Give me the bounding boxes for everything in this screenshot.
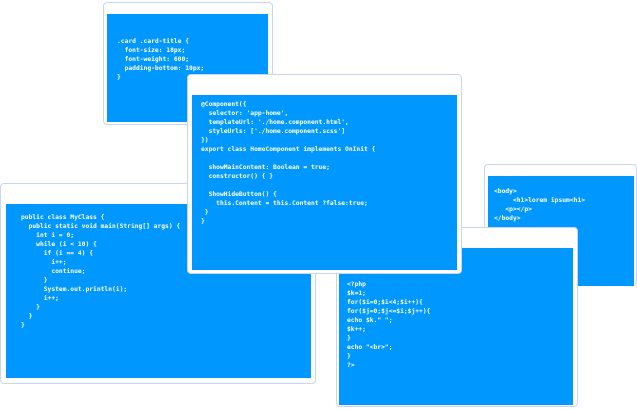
angular-code-card: @Component({ selector: 'app-home', templ… <box>187 74 462 274</box>
code-panel: @Component({ selector: 'app-home', templ… <box>192 95 457 270</box>
code-panel: <?php $k=1; for($i=0;$i<4;$i++){ for($j=… <box>339 248 573 405</box>
css-code: .card .card-title { font-size: 18px; fon… <box>117 38 205 81</box>
php-code: <?php $k=1; for($i=0;$i<4;$i++){ for($j=… <box>347 281 431 369</box>
html-code: <body> <h1>lorem ipsum<h1> <p></p> </bod… <box>494 188 585 222</box>
java-code: public class MyClass { public static voi… <box>21 214 181 329</box>
code-panel: public class MyClass { public static voi… <box>6 204 311 378</box>
angular-code: @Component({ selector: 'app-home', templ… <box>201 101 376 225</box>
